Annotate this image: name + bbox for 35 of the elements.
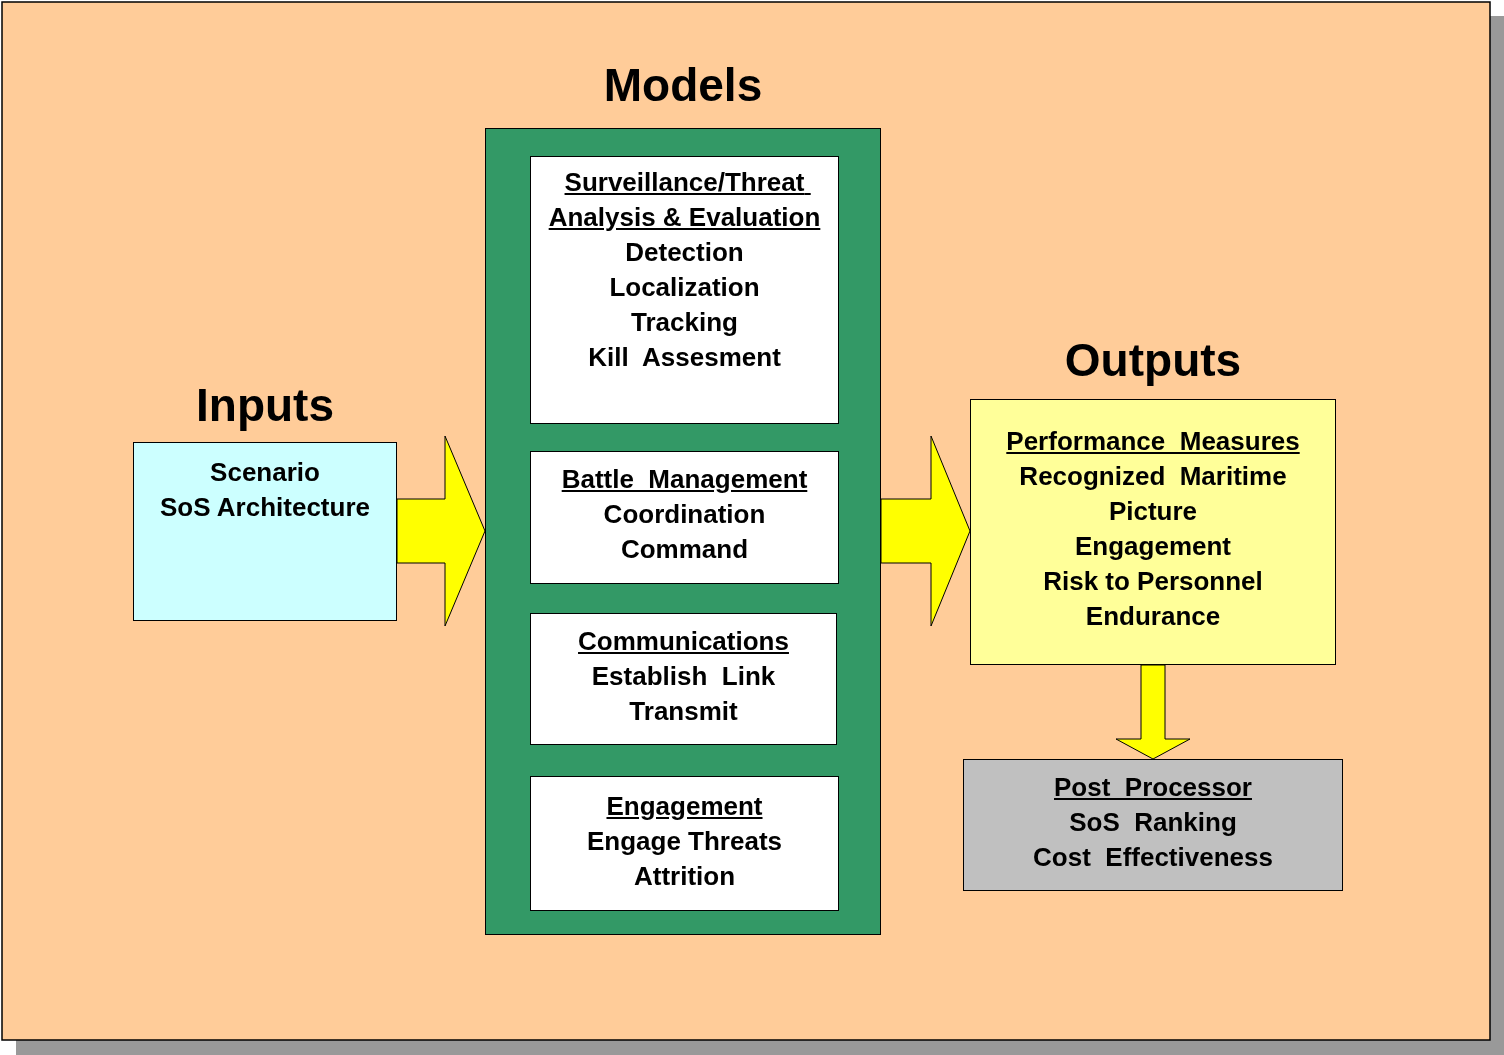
- box-title: Engagement: [606, 790, 763, 823]
- box-title: Surveillance/Threat Analysis & Evaluation: [547, 166, 822, 234]
- block-arrow: [880, 435, 971, 627]
- post-processor-box: [963, 759, 1343, 891]
- model-box: [530, 156, 839, 424]
- section-heading: Outputs: [1063, 334, 1243, 386]
- block-arrow: [1115, 664, 1191, 760]
- block-arrow: [396, 435, 486, 627]
- list-item: Detection: [625, 236, 744, 269]
- list-item: Attrition: [633, 860, 736, 893]
- box-title: Communications: [578, 625, 789, 658]
- list-item: SoS Architecture: [160, 491, 370, 524]
- model-box: [530, 451, 839, 584]
- list-item: Risk to Personnel: [1043, 565, 1263, 598]
- list-item: Engagement: [1075, 530, 1231, 563]
- list-item: Tracking: [631, 306, 738, 339]
- list-item: Cost Effectiveness: [1033, 841, 1273, 874]
- list-item: Localization: [609, 271, 760, 304]
- model-box: [530, 776, 839, 911]
- list-item: Transmit: [629, 695, 738, 728]
- list-item: Recognized Maritime Picture: [1018, 460, 1288, 528]
- list-item: Kill Assesment: [588, 341, 781, 374]
- list-item: SoS Ranking: [1069, 806, 1237, 839]
- box-title: Battle Management: [561, 463, 808, 496]
- box-title: Post Processor: [1054, 771, 1252, 804]
- list-item: Scenario: [210, 456, 320, 489]
- section-heading: Inputs: [195, 379, 335, 431]
- model-box: [530, 613, 837, 745]
- list-item: Engage Threats: [586, 825, 783, 858]
- section-heading: Models: [602, 59, 764, 111]
- list-item: Coordination: [603, 498, 766, 531]
- box-title: Performance Measures: [1006, 425, 1300, 458]
- list-item: Command: [620, 533, 749, 566]
- list-item: Establish Link: [591, 660, 776, 693]
- list-item: Endurance: [1085, 600, 1221, 633]
